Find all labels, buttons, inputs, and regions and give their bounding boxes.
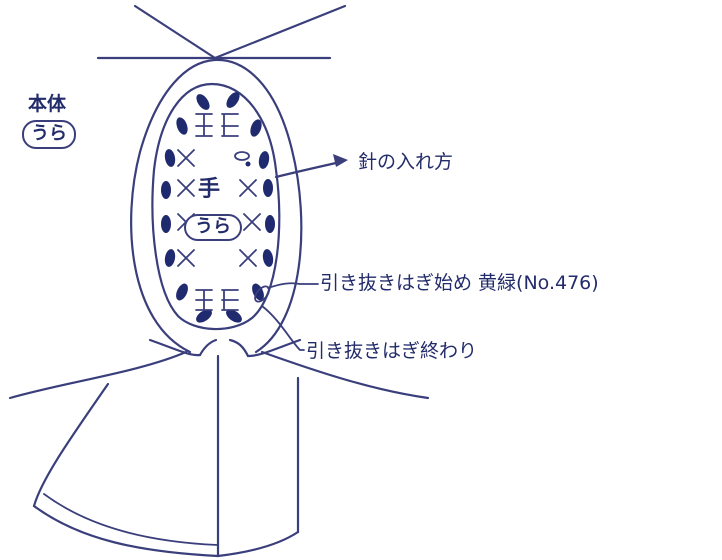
leader-lines [261,154,348,351]
body-outline [130,58,303,354]
stitch-beads [161,92,275,323]
hand-outline [151,82,281,331]
slip-stitch-start-label: 引き抜きはぎ始め 黄緑(No.476) [320,272,599,294]
arrow-right-icon [333,154,348,167]
hand-side-label: うら [184,214,242,241]
top-tie [96,4,347,60]
hand-label: 手 [198,177,221,202]
body-label: 本体 [28,93,67,115]
slip-stitch-end-label: 引き抜きはぎ終わり [306,340,478,362]
body-side-label: うら [22,120,76,149]
needle-insertion-label: 針の入れ方 [358,151,454,173]
neck-curves [148,338,302,358]
skirt [8,350,430,558]
stitch-symbols [177,113,270,311]
